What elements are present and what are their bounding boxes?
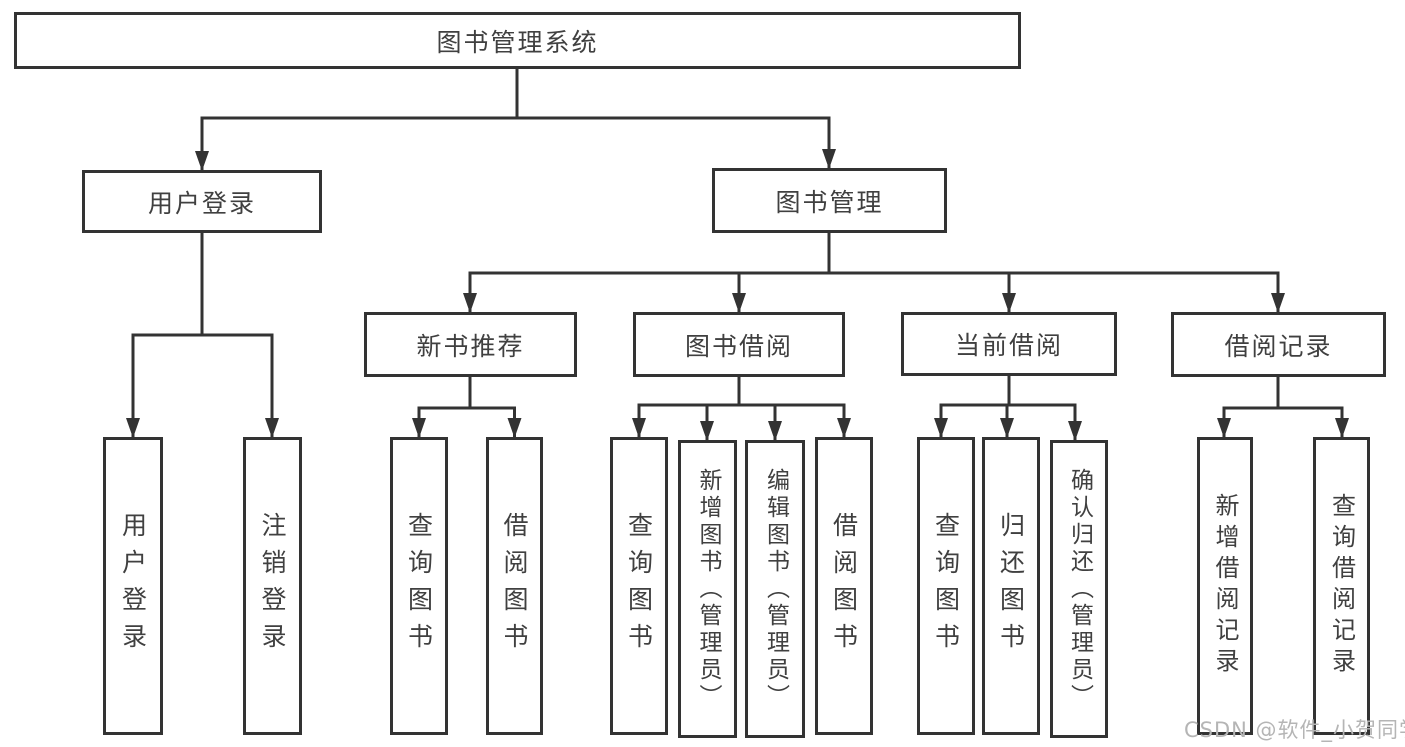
leaf-label: 归还图书 — [996, 512, 1026, 660]
node-leaf-confirm-return-admin: 确认归还（管理员） — [1050, 440, 1108, 738]
leaf-label: 查询图书 — [404, 512, 434, 660]
leaf-label: 查询图书 — [931, 512, 961, 660]
node-current-borrow: 当前借阅 — [901, 312, 1117, 376]
leaf-label: 查询图书 — [624, 512, 654, 660]
connector-root-stem — [200, 67, 831, 120]
node-leaf-query-borrow-record: 查询借阅记录 — [1313, 437, 1370, 735]
leaf-label: 新增借阅记录 — [1211, 493, 1239, 679]
leaf-label: 注销登录 — [258, 512, 287, 660]
node-new-book-recommend: 新书推荐 — [364, 312, 577, 377]
node-user-login: 用户登录 — [82, 170, 322, 233]
node-leaf-add-borrow-record: 新增借阅记录 — [1197, 437, 1253, 735]
leaf-label: 借阅图书 — [829, 512, 859, 660]
node-leaf-borrow-book-1: 借阅图书 — [486, 437, 543, 735]
node-leaf-user-login: 用户登录 — [103, 437, 163, 735]
connector-newbook-stem — [417, 377, 516, 410]
node-leaf-logout: 注销登录 — [243, 437, 302, 735]
node-library-system: 图书管理系统 — [14, 12, 1021, 69]
node-leaf-query-book-3: 查询图书 — [917, 437, 975, 735]
connector-userlogin-stem — [131, 233, 274, 337]
leaf-label: 用户登录 — [118, 512, 148, 660]
node-book-management: 图书管理 — [712, 168, 947, 233]
node-leaf-return-book: 归还图书 — [982, 437, 1040, 735]
leaf-label: 查询借阅记录 — [1327, 493, 1356, 679]
leaf-label: 编辑图书（管理员） — [762, 467, 789, 711]
node-leaf-query-book-1: 查询图书 — [390, 437, 448, 735]
leaf-label: 新增图书（管理员） — [695, 467, 721, 711]
connector-current-stem — [939, 376, 1077, 407]
node-leaf-query-book-2: 查询图书 — [610, 437, 668, 735]
leaf-label: 借阅图书 — [500, 512, 529, 660]
node-borrow-record: 借阅记录 — [1171, 312, 1386, 377]
node-leaf-edit-book-admin: 编辑图书（管理员） — [745, 440, 805, 738]
connector-bookmgmt-stem — [468, 233, 1280, 275]
node-leaf-borrow-book-2: 借阅图书 — [815, 437, 873, 735]
connector-record-stem — [1222, 377, 1344, 410]
node-book-borrow: 图书借阅 — [633, 312, 845, 377]
node-leaf-add-book-admin: 新增图书（管理员） — [678, 440, 737, 738]
csdn-watermark: CSDN @软件_小贺同学 — [1184, 718, 1405, 742]
leaf-label: 确认归还（管理员） — [1066, 467, 1093, 711]
connector-borrow-stem — [637, 377, 846, 407]
